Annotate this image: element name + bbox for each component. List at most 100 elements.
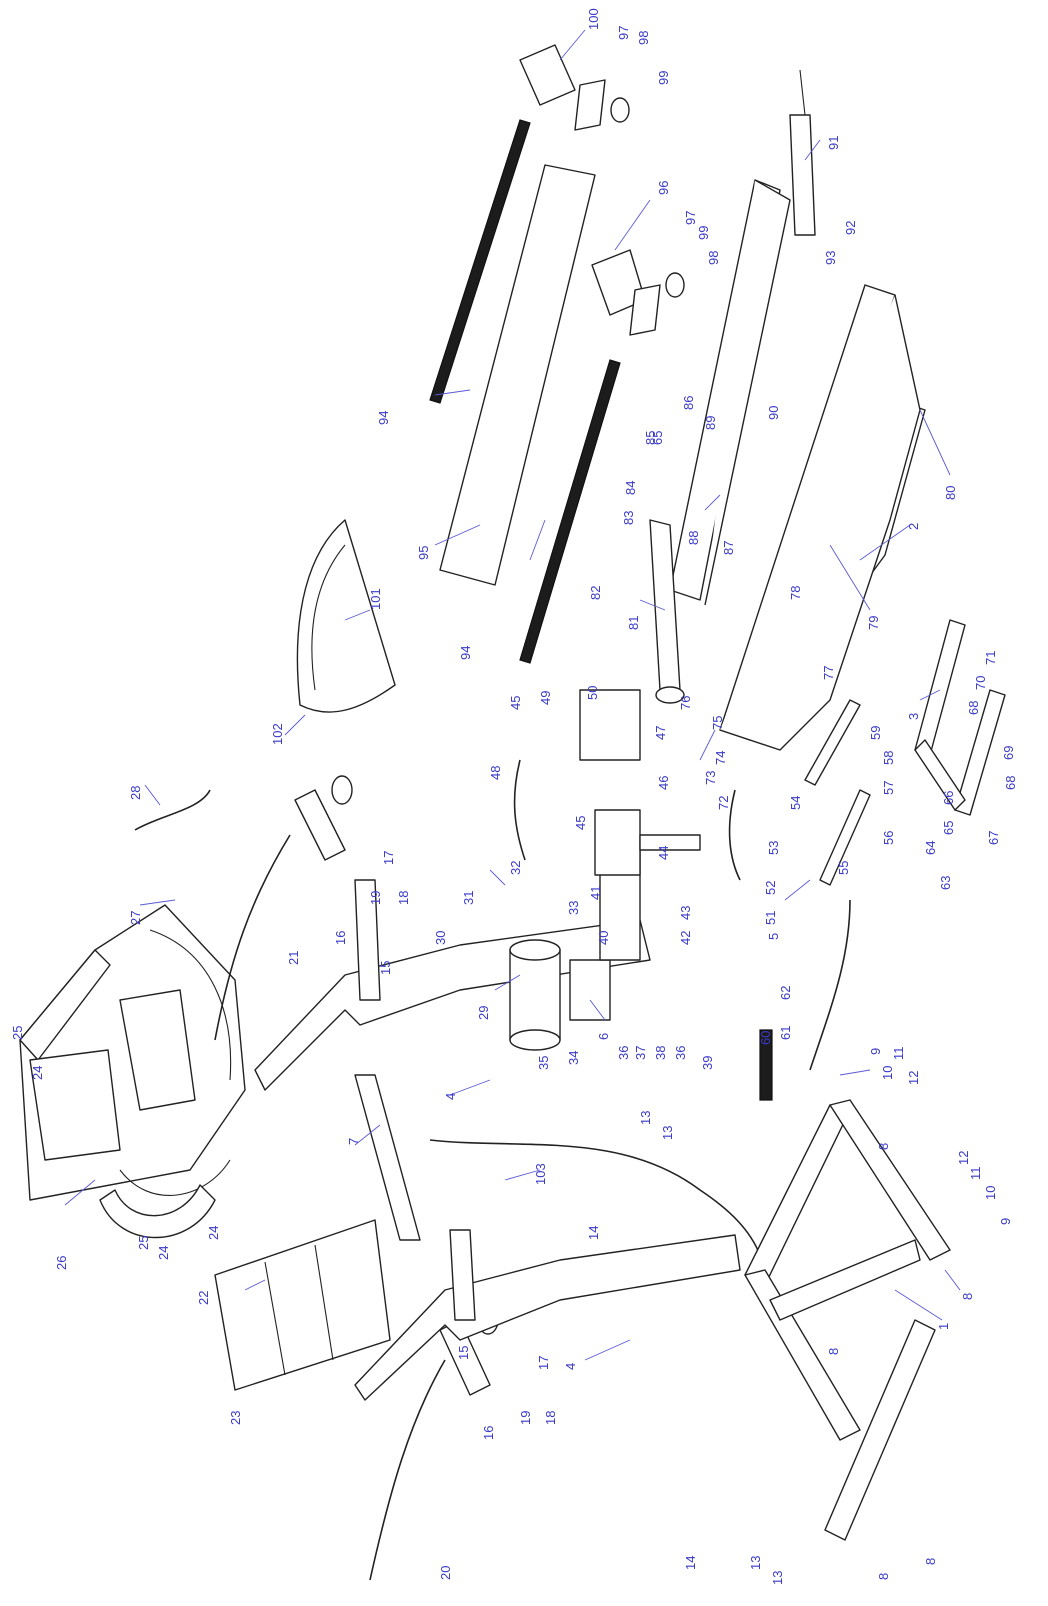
callout-68a: 68 <box>966 701 981 715</box>
callout-27: 27 <box>128 911 143 925</box>
callout-48: 48 <box>488 766 503 780</box>
callout-10b: 10 <box>983 1186 998 1200</box>
callout-20: 20 <box>438 1566 453 1580</box>
callout-13c: 13 <box>748 1556 763 1570</box>
incline-motor <box>594 809 701 876</box>
callout-12b: 12 <box>956 1151 971 1165</box>
callout-76: 76 <box>678 696 693 710</box>
callout-leaders <box>64 29 961 1361</box>
callout-35: 35 <box>536 1056 551 1070</box>
handrail-grips <box>214 775 499 1581</box>
callout-40: 40 <box>596 931 611 945</box>
callout-61: 61 <box>778 1026 793 1040</box>
callout-8b: 8 <box>960 1293 975 1300</box>
callout-17b: 17 <box>536 1356 551 1370</box>
callout-11a: 11 <box>891 1047 906 1061</box>
callout-98a: 98 <box>636 31 651 45</box>
callout-75: 75 <box>710 716 725 730</box>
callout-15b: 15 <box>456 1346 471 1360</box>
callout-30: 30 <box>433 931 448 945</box>
running-belt <box>429 119 621 664</box>
callout-8c: 8 <box>826 1348 841 1355</box>
callout-102: 102 <box>270 723 285 745</box>
callout-103: 103 <box>533 1163 548 1185</box>
callout-28: 28 <box>128 786 143 800</box>
callout-18a: 18 <box>396 891 411 905</box>
callout-84: 84 <box>623 481 638 495</box>
callout-88: 88 <box>686 531 701 545</box>
callout-87: 87 <box>721 541 736 555</box>
callout-79: 79 <box>866 616 881 630</box>
callout-56: 56 <box>881 831 896 845</box>
callout-70: 70 <box>973 676 988 690</box>
callout-17a: 17 <box>381 851 396 865</box>
callout-77: 77 <box>821 666 836 680</box>
callout-24a: 24 <box>30 1066 45 1080</box>
callout-100: 100 <box>586 8 601 30</box>
callout-8d: 8 <box>876 1573 891 1580</box>
callout-22: 22 <box>196 1291 211 1305</box>
callout-98b: 98 <box>706 251 721 265</box>
callout-33: 33 <box>566 901 581 915</box>
motor-hood <box>296 519 396 713</box>
callout-81: 81 <box>626 616 641 630</box>
callout-42: 42 <box>678 931 693 945</box>
callout-51: 51 <box>763 911 778 925</box>
front-cover-panel <box>214 1219 391 1391</box>
incline-axle <box>804 699 871 886</box>
callout-99b: 99 <box>696 226 711 240</box>
callout-45b: 45 <box>573 816 588 830</box>
callout-78: 78 <box>788 586 803 600</box>
callout-52: 52 <box>763 881 778 895</box>
callout-5: 5 <box>766 933 781 940</box>
callout-19a: 19 <box>368 891 383 905</box>
callout-86: 86 <box>681 396 696 410</box>
end-caps <box>519 44 685 336</box>
handlebar-pad <box>759 1029 773 1101</box>
callout-82: 82 <box>588 586 603 600</box>
callout-36a: 36 <box>616 1046 631 1060</box>
callout-29: 29 <box>476 1006 491 1020</box>
callout-50: 50 <box>585 686 600 700</box>
callout-13b: 13 <box>660 1126 675 1140</box>
callout-60: 60 <box>758 1031 773 1045</box>
callout-97a: 97 <box>616 26 631 40</box>
callout-92: 92 <box>843 221 858 235</box>
callout-64: 64 <box>923 841 938 855</box>
callout-16a: 16 <box>333 931 348 945</box>
callout-63: 63 <box>938 876 953 890</box>
power-wire <box>513 759 526 861</box>
callout-14b: 14 <box>683 1556 698 1570</box>
callout-57: 57 <box>881 781 896 795</box>
callout-41: 41 <box>588 886 603 900</box>
callout-25a: 25 <box>10 1026 25 1040</box>
callout-65a: 65 <box>941 821 956 835</box>
callout-11b: 11 <box>968 1167 983 1181</box>
callout-24c: 24 <box>206 1226 221 1240</box>
callout-69: 69 <box>1001 746 1016 760</box>
callout-26: 26 <box>54 1256 69 1270</box>
callout-31: 31 <box>461 891 476 905</box>
callout-72: 72 <box>716 796 731 810</box>
callout-10a: 10 <box>880 1066 895 1080</box>
callout-44: 44 <box>656 846 671 860</box>
callout-94a: 94 <box>376 411 391 425</box>
callout-53: 53 <box>766 841 781 855</box>
rollers <box>649 69 816 704</box>
callout-38: 38 <box>653 1046 668 1060</box>
callout-8e: 8 <box>923 1558 938 1565</box>
callout-47: 47 <box>653 726 668 740</box>
callout-3: 3 <box>906 713 921 720</box>
callout-23: 23 <box>228 1411 243 1425</box>
callout-96: 96 <box>656 181 671 195</box>
callout-91: 91 <box>826 136 841 150</box>
callout-37: 37 <box>633 1046 648 1060</box>
callout-54: 54 <box>788 796 803 810</box>
callout-94b: 94 <box>458 646 473 660</box>
callout-6: 6 <box>596 1033 611 1040</box>
callout-55: 55 <box>836 861 851 875</box>
callout-65b: 65 <box>650 431 665 445</box>
callout-74: 74 <box>713 751 728 765</box>
callout-46: 46 <box>656 776 671 790</box>
